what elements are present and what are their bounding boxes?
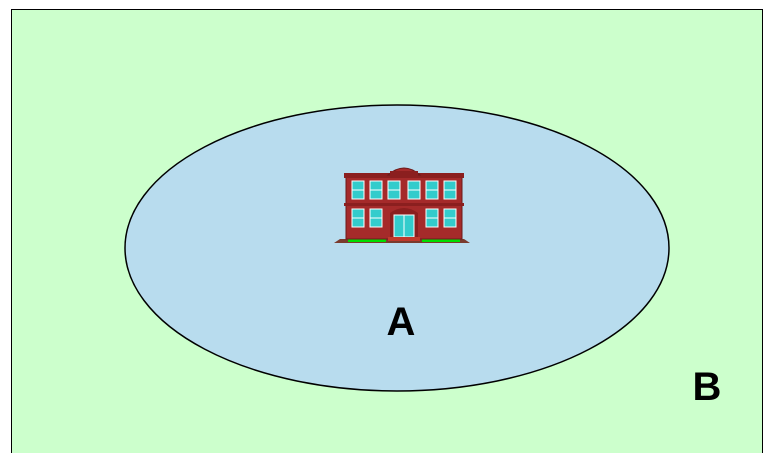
region-b-label: B xyxy=(693,365,722,409)
region-a-ellipse xyxy=(124,104,670,392)
region-a-label: A xyxy=(387,300,416,344)
school-building-icon xyxy=(334,167,470,243)
